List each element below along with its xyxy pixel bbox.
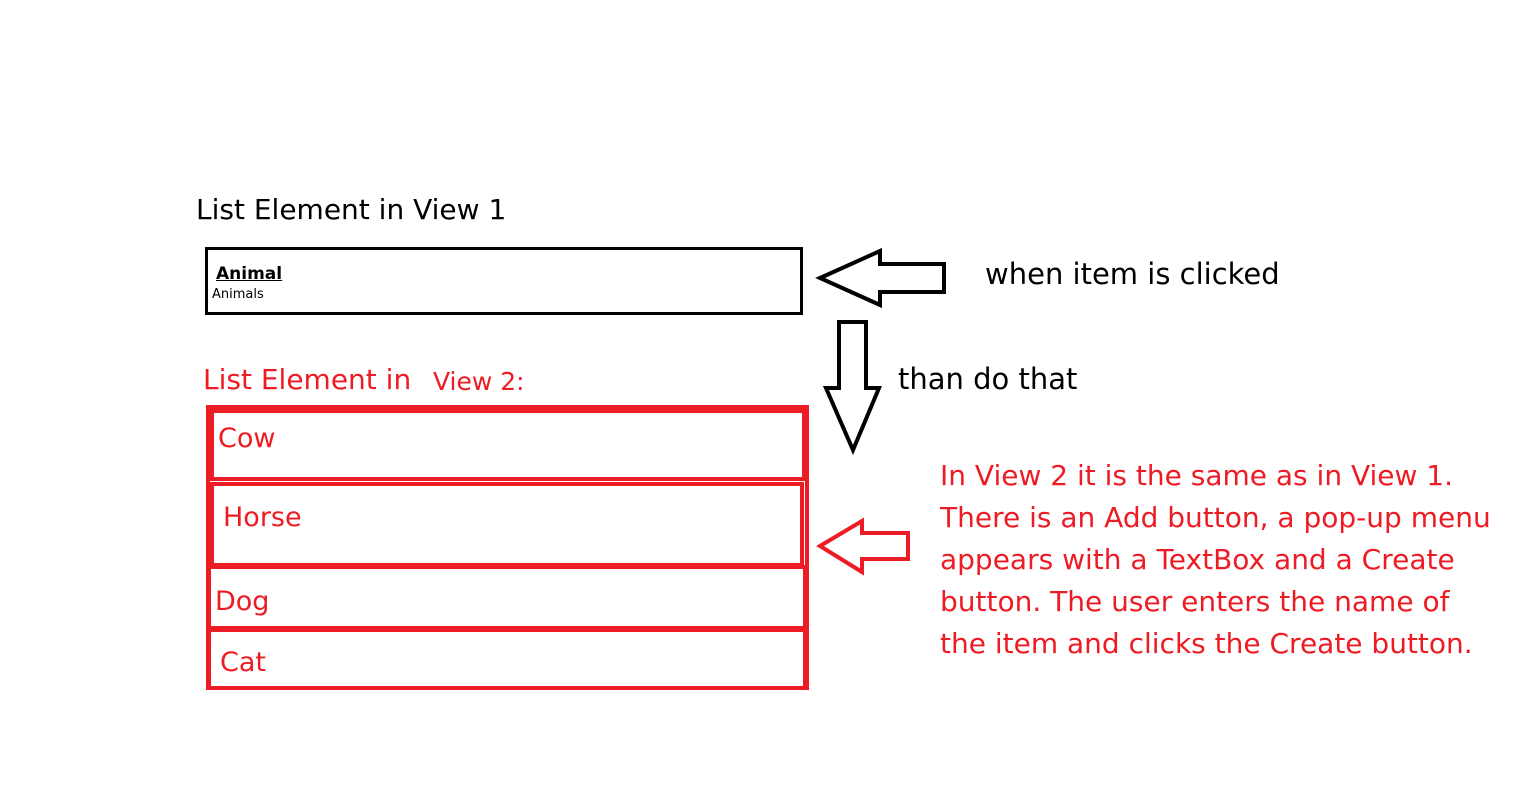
view2-list: Cow Horse Dog Cat <box>206 405 809 690</box>
list-item-label: Horse <box>223 502 302 533</box>
description-line: In View 2 it is the same as in View 1. <box>940 459 1454 492</box>
list-item-label: Cat <box>220 647 266 678</box>
description-line: the item and clicks the Create button. <box>940 627 1473 660</box>
description-text: In View 2 it is the same as in View 1. T… <box>940 461 1520 671</box>
description-line: button. The user enters the name of <box>940 585 1450 618</box>
list-item[interactable]: Cow <box>210 409 806 481</box>
when-clicked-note: when item is clicked <box>985 257 1280 291</box>
list-item-label: Cow <box>218 423 276 454</box>
view1-item-title: Animal <box>216 264 283 284</box>
then-do-note: than do that <box>898 362 1078 396</box>
list-item-label: Dog <box>215 586 270 617</box>
view1-title: List Element in View 1 <box>196 193 507 226</box>
view2-title-suffix: View 2: <box>433 367 525 396</box>
view1-list-item[interactable]: Animal Animals <box>205 247 803 315</box>
view1-item-subtitle: Animals <box>212 287 264 302</box>
description-line: appears with a TextBox and a Create <box>940 543 1455 576</box>
list-item[interactable]: Cat <box>207 628 807 690</box>
description-line: There is an Add button, a pop-up menu <box>940 501 1491 534</box>
view2-title: List Element in <box>203 363 412 396</box>
